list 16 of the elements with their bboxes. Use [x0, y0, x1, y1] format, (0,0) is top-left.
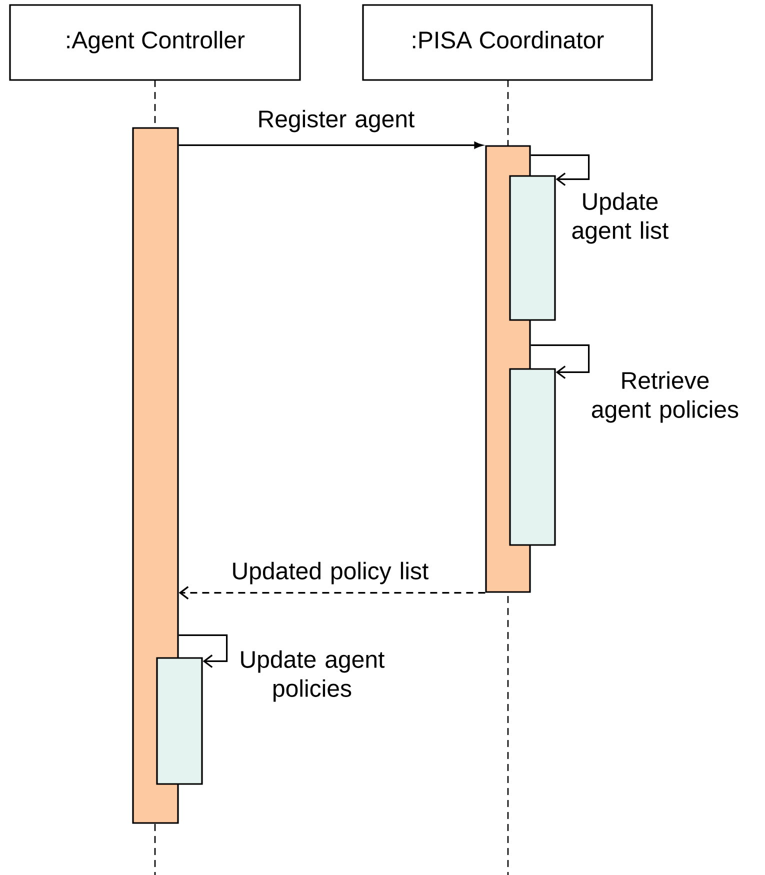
edge-label: Update agent policies: [241, 650, 384, 702]
arrow: [178, 634, 228, 668]
edge-label: Updated policy list: [233, 562, 428, 584]
arrow: [530, 154, 590, 186]
edge-label: Register agent: [259, 110, 414, 132]
activation-bar: [156, 657, 203, 785]
activation-bar: [509, 175, 556, 321]
activation-bar: [509, 368, 556, 546]
arrow: [178, 586, 486, 600]
arrow: [178, 142, 483, 149]
arrow: [530, 344, 590, 379]
edge-label: Retrieve agent policies: [592, 371, 738, 423]
lifeline-header-box: :Agent Controller: [9, 4, 301, 81]
lifeline-header-box: :PISA Coordinator: [362, 4, 653, 81]
activation-bar: [132, 127, 179, 824]
edge-label: Update agent list: [572, 192, 668, 244]
